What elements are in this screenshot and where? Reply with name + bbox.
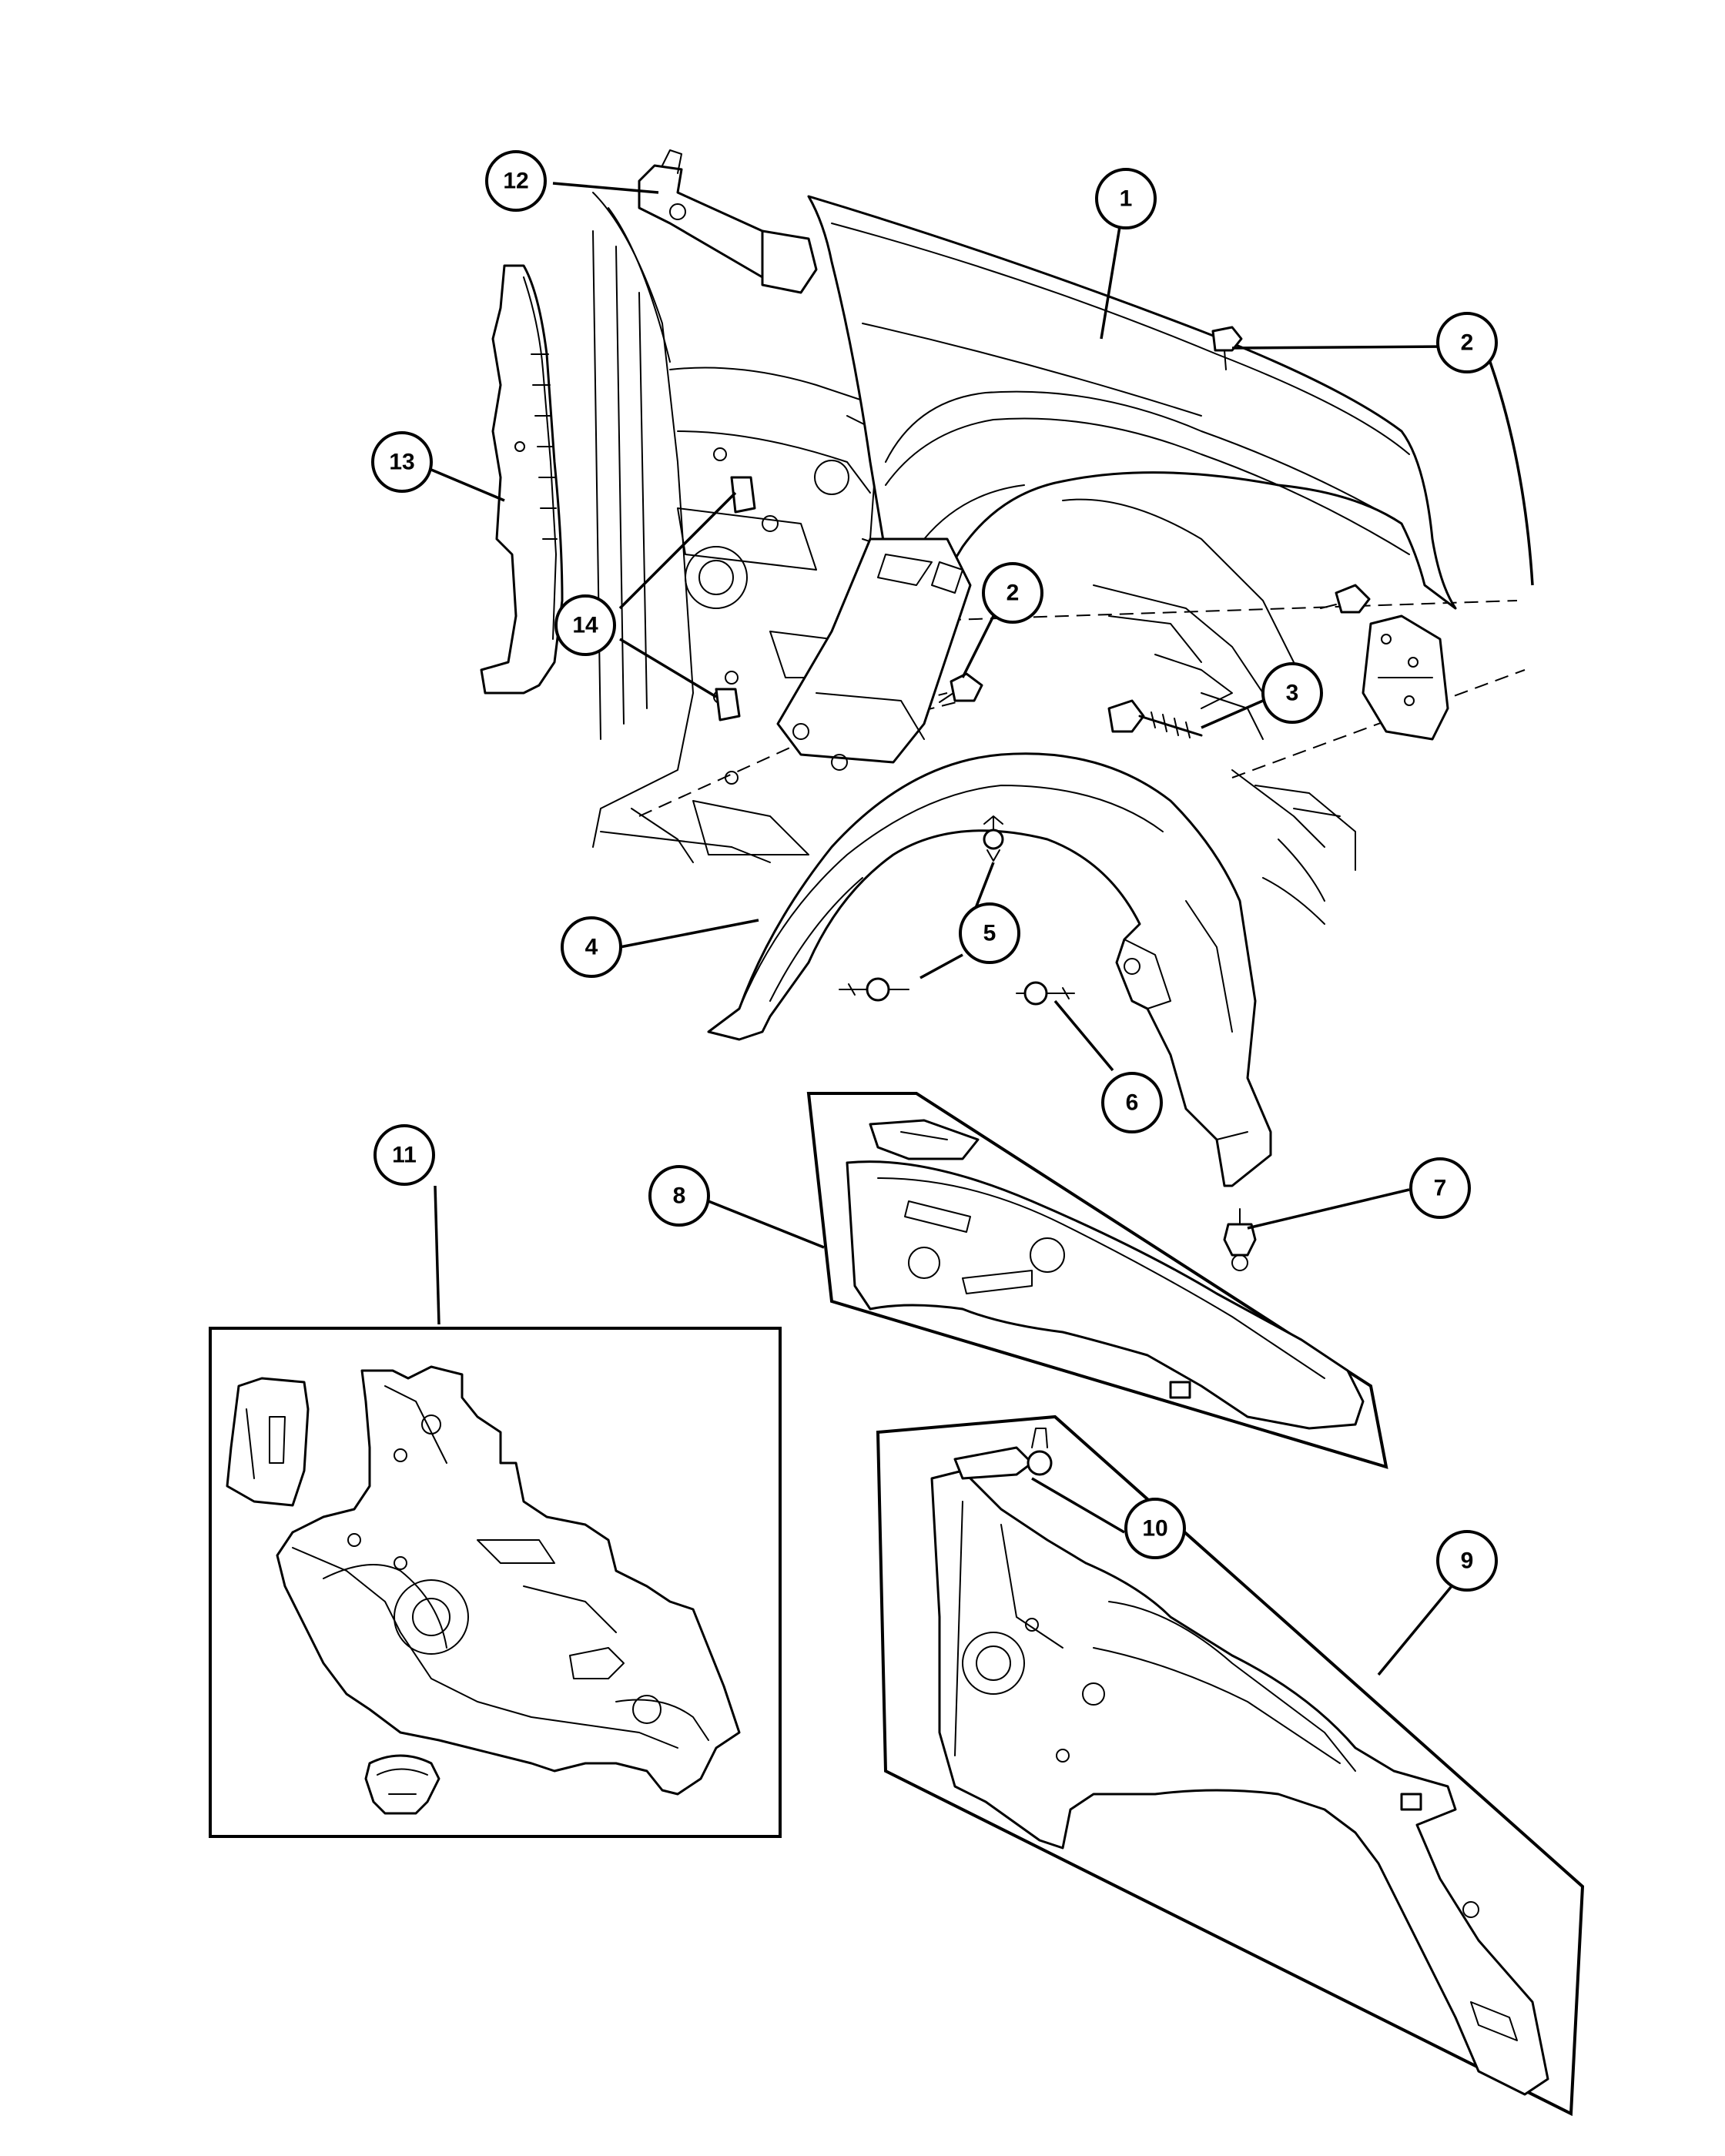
- callout-8: 8: [648, 1165, 710, 1227]
- stud-3: [1107, 699, 1203, 738]
- callout-1: 1: [1095, 168, 1157, 229]
- front-fender: [776, 195, 1457, 771]
- inner-fender-8: [806, 1092, 1388, 1469]
- callout-label: 11: [392, 1143, 417, 1168]
- callout-6: 6: [1101, 1072, 1163, 1133]
- bolts-2: [939, 326, 1371, 703]
- callout-11: 11: [373, 1124, 435, 1186]
- callout-14: 14: [554, 594, 616, 656]
- callout-label: 2: [1007, 581, 1020, 606]
- callout-label: 12: [503, 169, 528, 194]
- callout-label: 5: [983, 921, 996, 946]
- bracket-10: [953, 1428, 1053, 1480]
- callout-label: 10: [1142, 1516, 1167, 1542]
- callout-13: 13: [371, 431, 433, 493]
- splash-shield: [707, 752, 1272, 1187]
- callout-label: 14: [572, 613, 598, 638]
- callout-label: 13: [389, 450, 414, 475]
- callout-2-top: 2: [1436, 312, 1498, 373]
- fastener-6: [1016, 981, 1075, 1006]
- callout-2-mid: 2: [982, 562, 1043, 624]
- callout-4: 4: [561, 916, 622, 978]
- callout-3: 3: [1261, 662, 1323, 724]
- callout-label: 9: [1461, 1548, 1474, 1574]
- body-structure: [592, 192, 1356, 925]
- callout-label: 6: [1126, 1090, 1139, 1116]
- callout-label: 8: [673, 1183, 686, 1209]
- callout-label: 4: [585, 935, 598, 960]
- clip-7: [1223, 1208, 1257, 1271]
- callout-10: 10: [1124, 1498, 1186, 1559]
- callout-5: 5: [959, 902, 1020, 964]
- callout-label: 7: [1434, 1176, 1447, 1201]
- fasteners-5: [839, 815, 1004, 1002]
- inner-apron-9: [876, 1414, 1585, 2117]
- callout-7: 7: [1409, 1157, 1471, 1219]
- callout-9: 9: [1436, 1530, 1498, 1592]
- callout-label: 3: [1286, 681, 1299, 706]
- cowl-seal: [480, 264, 564, 695]
- callout-12: 12: [485, 150, 547, 212]
- clips-14: [715, 476, 756, 721]
- callout-label: 2: [1461, 330, 1474, 356]
- leader-lines: [430, 182, 1534, 1676]
- dash-insulator-11: [209, 1327, 782, 1838]
- hood-hinge: [638, 149, 818, 294]
- callout-label: 1: [1120, 186, 1133, 212]
